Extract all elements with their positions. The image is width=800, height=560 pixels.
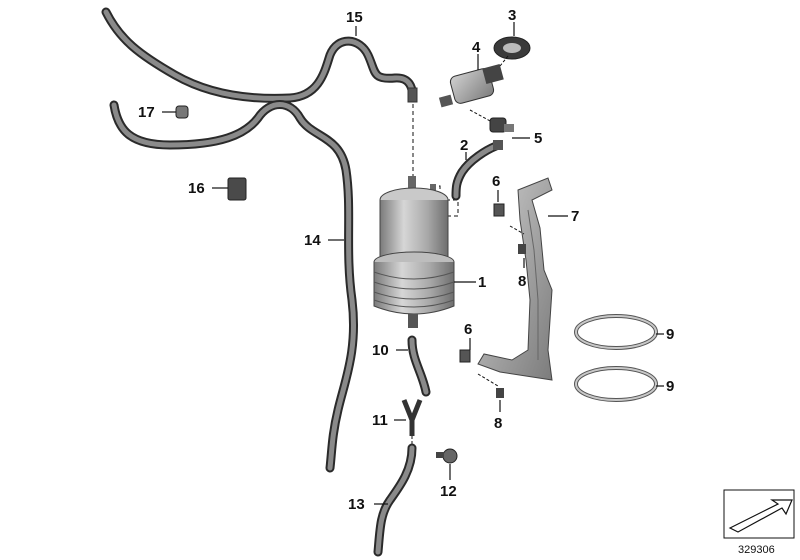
bracket-7 [477, 177, 553, 381]
callout-1: 1 [478, 274, 486, 291]
callout-7: 7 [571, 208, 579, 225]
assembly-line-8-lower [477, 373, 499, 387]
callout-6-lower: 6 [464, 321, 472, 338]
clip-12 [436, 448, 458, 464]
callout-8-upper: 8 [518, 273, 526, 290]
callout-12: 12 [440, 483, 457, 500]
callout-10: 10 [372, 342, 389, 359]
clip-nut-6-lower [459, 349, 471, 363]
callout-9-lower: 9 [666, 378, 674, 395]
callout-15: 15 [346, 9, 363, 26]
callout-13: 13 [348, 496, 365, 513]
callout-17: 17 [138, 104, 155, 121]
hose-15 [101, 7, 418, 103]
hose-2 [451, 140, 503, 201]
callout-3: 3 [508, 7, 516, 24]
hose-clamp-9-lower [574, 366, 658, 402]
callout-8-lower: 8 [494, 415, 502, 432]
hose-10 [407, 335, 431, 397]
rubber-mount-16 [227, 177, 247, 201]
assembly-line-8-upper [509, 225, 525, 235]
callout-2: 2 [460, 137, 468, 154]
callout-16: 16 [188, 180, 205, 197]
callout-4: 4 [472, 39, 481, 56]
clip-nut-6-upper [493, 203, 505, 217]
purge-valve-4 [438, 55, 509, 108]
screw-8-upper [518, 244, 526, 254]
clip-17 [175, 105, 189, 119]
callout-5: 5 [534, 130, 542, 147]
callout-9-upper: 9 [666, 326, 674, 343]
assembly-line-right [432, 185, 459, 217]
activated-carbon-canister [373, 176, 455, 328]
screw-8-lower [496, 388, 504, 398]
hose-13 [373, 443, 417, 557]
hose-clamp-9-upper [574, 314, 658, 350]
leader-lines [162, 22, 664, 505]
grommet-3 [493, 36, 531, 60]
y-piece-11 [401, 399, 423, 446]
hose-14 [109, 100, 359, 473]
connector-5 [469, 109, 514, 133]
callout-6-upper: 6 [492, 173, 500, 190]
callout-11: 11 [372, 412, 388, 429]
callout-14: 14 [304, 232, 321, 249]
reference-arrow-icon [723, 489, 795, 539]
reference-number: 329306 [738, 544, 775, 556]
